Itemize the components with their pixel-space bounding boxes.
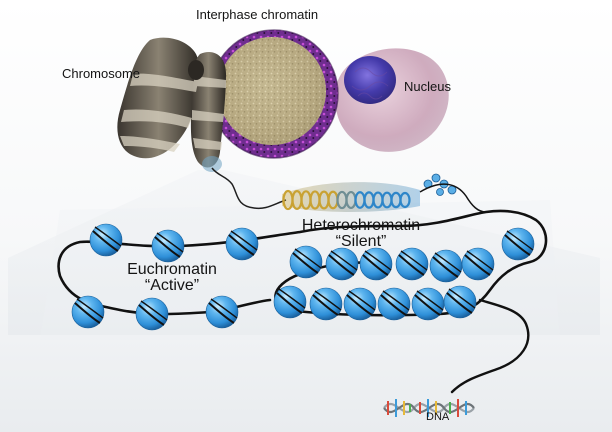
nucleosome [501,227,535,261]
nucleosome [359,247,393,281]
nucleosome [289,245,323,279]
nucleosome [151,229,185,263]
euchromatin-title: Euchromatin [127,261,217,278]
nucleosome [273,285,307,319]
nucleosome [461,247,495,281]
dna-label: DNA [426,411,450,423]
nucleosome [325,247,359,281]
nucleosome [135,297,169,331]
chromosome-icon [117,37,226,172]
nucleus-icon [335,48,449,152]
nucleus-label: Nucleus [404,79,451,94]
nucleosome [443,285,477,319]
nucleosome [71,295,105,329]
chromatin-fiber-icon [282,173,487,213]
dna-helix-icon [383,399,475,417]
nucleosome [89,223,123,257]
heterochromatin-subtitle: “Silent” [335,233,387,250]
nucleosome [411,287,445,321]
interphase-chromatin-icon [209,29,339,159]
nucleosome [377,287,411,321]
heterochromatin-title: Heterochromatin [301,217,421,234]
fiber-coil [399,191,411,209]
nucleosome [429,249,463,283]
nucleosome [309,287,343,321]
nucleosome [395,247,429,281]
nucleosome [343,287,377,321]
euchromatin-subtitle: “Active” [144,277,200,294]
chromosome-label: Chromosome [62,66,141,81]
nucleosome-group [71,223,535,331]
dna-tail [450,298,530,394]
nucleosome [225,227,259,261]
interphase-chromatin-label: Interphase chromatin [196,7,319,22]
nucleosome [205,295,239,329]
fiber-tether [211,167,287,210]
